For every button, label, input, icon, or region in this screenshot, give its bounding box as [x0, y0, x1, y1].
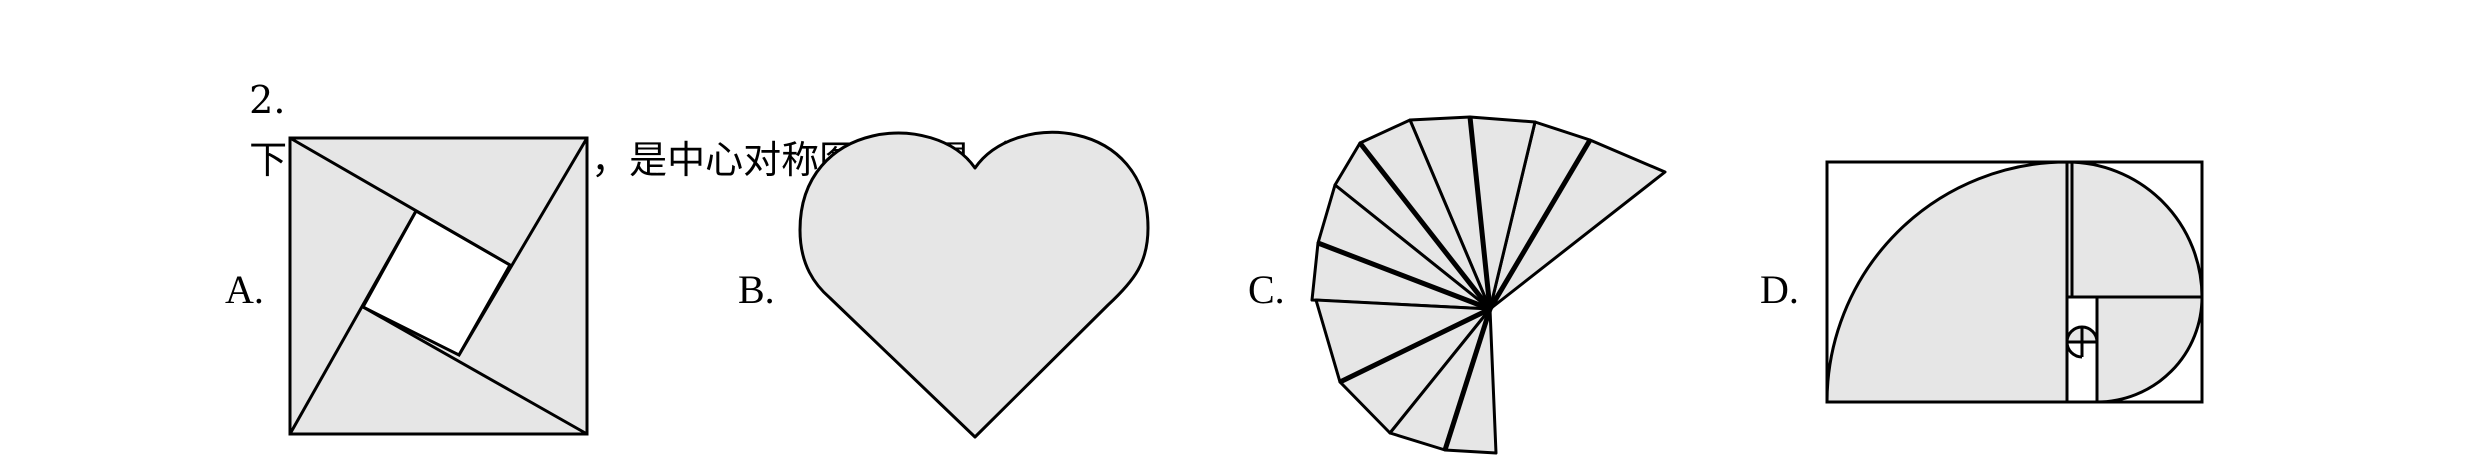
pinwheel-square-icon: [288, 136, 589, 436]
option-b-label: B.: [738, 267, 775, 312]
spiral-triangles-icon: [1310, 115, 1667, 455]
golden-spiral-icon: [1825, 160, 2204, 404]
question-number: 2.: [249, 78, 286, 122]
heart-icon: [798, 130, 1150, 439]
option-c-label: C.: [1248, 267, 1285, 312]
option-d-label: D.: [1760, 267, 1799, 312]
option-a-label: A.: [225, 267, 264, 312]
